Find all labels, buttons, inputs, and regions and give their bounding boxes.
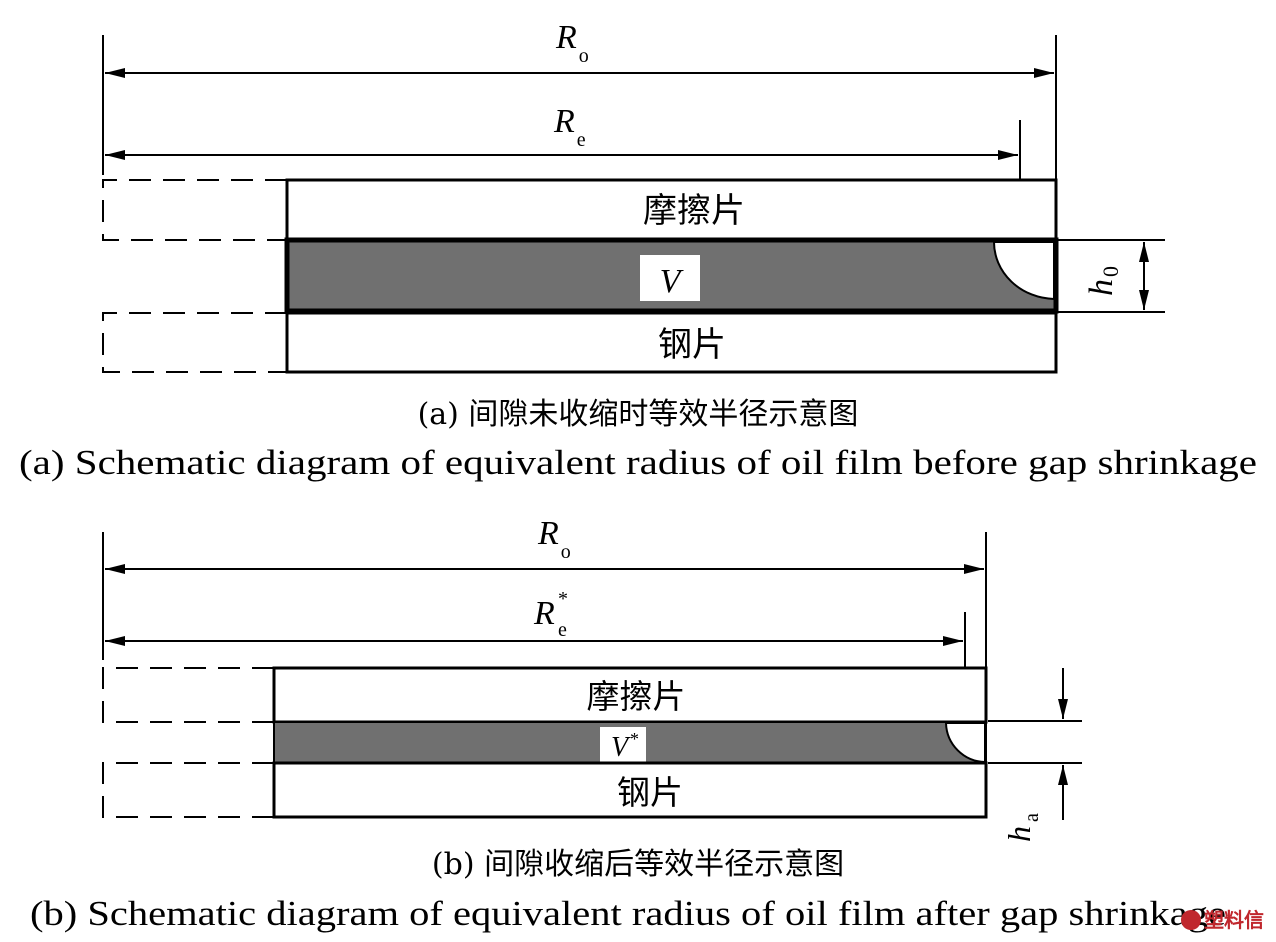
caption-b-cn: (b) 间隙收缩后等效半径示意图 xyxy=(432,847,844,882)
volume-label-box xyxy=(640,255,700,301)
steel-plate-label-b: 钢片 xyxy=(617,773,683,812)
dim-label-re-b-sup: * xyxy=(558,588,568,610)
dashed-steel-continuation-b xyxy=(102,762,274,818)
dashed-friction-continuation-b xyxy=(102,667,274,723)
caption-b-en: (b) Schematic diagram of equivalent radi… xyxy=(30,894,1226,933)
watermark-icon xyxy=(1181,910,1201,930)
volume-label-b-sup: * xyxy=(630,729,639,749)
steel-plate-b xyxy=(272,761,988,819)
gap-label-ha: ha xyxy=(1001,813,1043,842)
dashed-steel-continuation xyxy=(102,312,287,373)
watermark-text: 塑料信 xyxy=(1204,908,1264,932)
oil-meniscus xyxy=(992,241,1055,301)
dim-label-re-b-sub: e xyxy=(558,619,567,641)
watermark: 塑料信 xyxy=(1181,908,1264,932)
caption-a-cn: (a) 间隙未收缩时等效半径示意图 xyxy=(418,397,859,432)
gap-label-h0: h0 xyxy=(1083,266,1123,296)
friction-plate-label-b: 摩擦片 xyxy=(587,677,686,716)
volume-label-b: V xyxy=(611,732,631,763)
friction-plate-b xyxy=(272,666,988,724)
steel-plate-label: 钢片 xyxy=(658,325,726,365)
friction-plate-label: 摩擦片 xyxy=(643,191,745,231)
dashed-friction-continuation xyxy=(102,179,287,241)
dim-label-re-b: R xyxy=(533,595,555,632)
friction-plate xyxy=(285,178,1058,242)
caption-a-en: (a) Schematic diagram of equivalent radi… xyxy=(19,443,1257,482)
volume-label-box-b xyxy=(600,727,646,762)
steel-plate xyxy=(285,311,1058,374)
